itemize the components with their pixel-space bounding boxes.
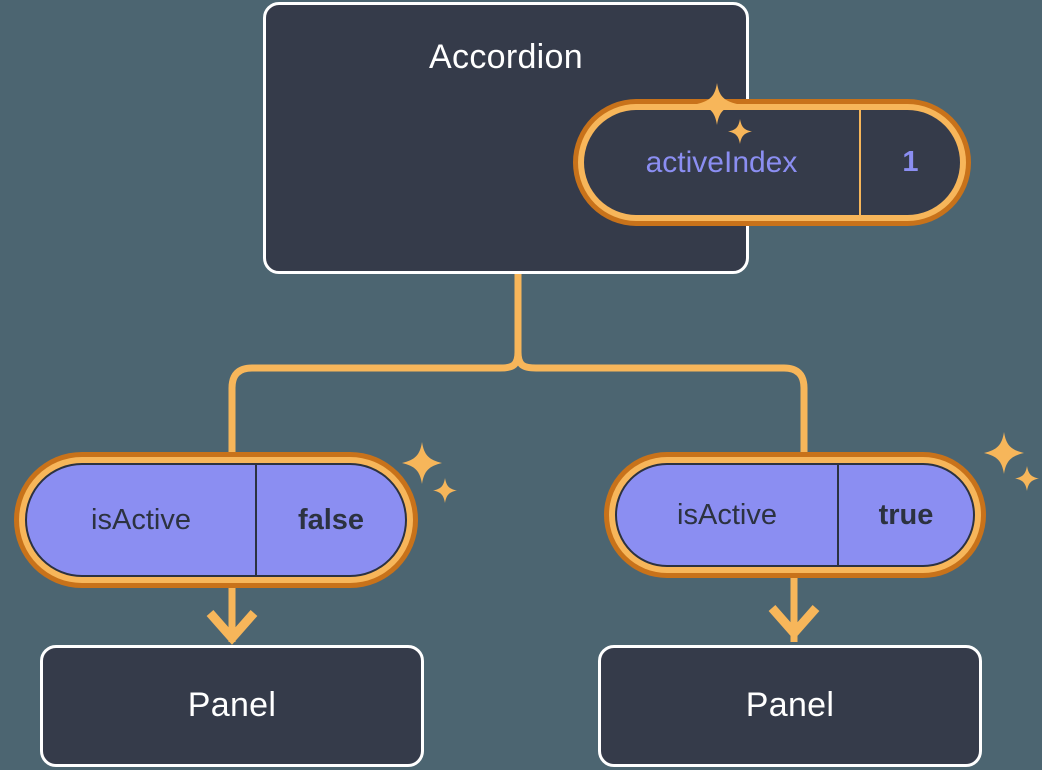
state-value-label: true [878, 498, 934, 531]
pill-body: isActive false [25, 463, 407, 577]
state-pill-isactive-left[interactable]: isActive false [14, 452, 418, 588]
sparkle-icon-large [402, 442, 442, 484]
pill-body: isActive true [615, 463, 975, 567]
sparkle-icon-small [1015, 466, 1039, 491]
state-pill-activeindex[interactable]: activeIndex 1 [573, 99, 971, 226]
panel-right-title: Panel [745, 686, 835, 724]
sparkle-icon-right-pill [982, 432, 1042, 496]
state-value-label: 1 [902, 146, 919, 178]
sparkle-icon-large [984, 432, 1024, 474]
pill-divider [859, 110, 861, 215]
state-key-label: activeIndex [645, 145, 798, 179]
panel-left-node[interactable]: Panel [40, 645, 424, 767]
accordion-node[interactable]: Accordion activeIndex 1 [263, 2, 971, 274]
state-value-label: false [297, 503, 365, 536]
connector-left-arrowhead [206, 610, 258, 645]
panel-left-title: Panel [187, 686, 277, 724]
connector-branch-bar-right [514, 351, 808, 452]
state-key-label: isActive [677, 498, 777, 531]
panel-right-node[interactable]: Panel [598, 645, 982, 767]
sparkle-icon-small [433, 478, 457, 503]
connector-right-arrowhead [768, 605, 820, 640]
pill-divider [255, 465, 257, 575]
accordion-node-title: Accordion [429, 38, 583, 76]
pill-divider [837, 465, 839, 565]
state-key-label: isActive [91, 503, 191, 536]
connector-branch-bar [228, 351, 522, 452]
state-pill-isactive-right[interactable]: isActive true [604, 452, 986, 578]
pill-body: activeIndex 1 [584, 110, 960, 215]
